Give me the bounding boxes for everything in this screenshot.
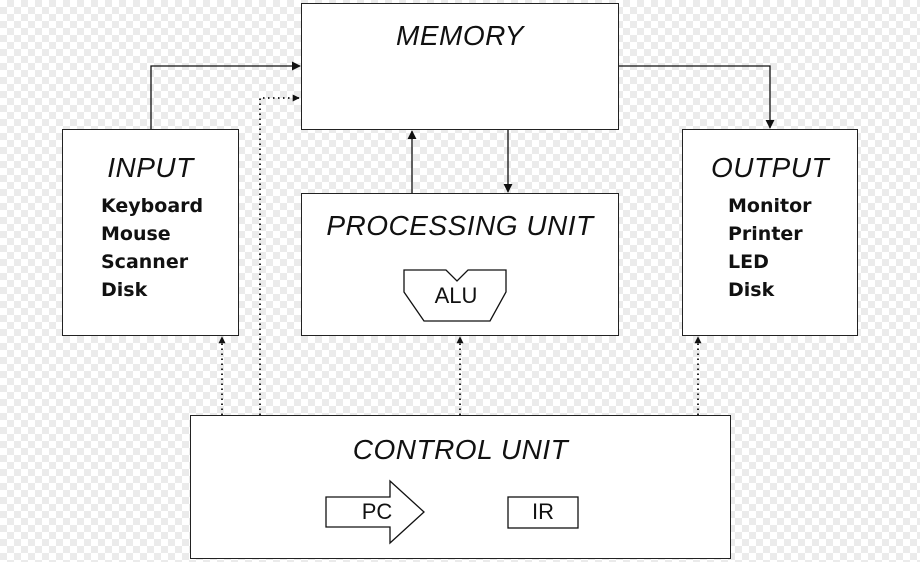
input-item-disk: Disk: [101, 279, 148, 301]
ir-box: [507, 496, 579, 529]
alu-label: ALU: [434, 283, 478, 308]
output-item-printer: Printer: [728, 223, 803, 245]
memory-box: MEMORY: [301, 3, 619, 130]
processing-unit-title: PROCESSING UNIT: [326, 210, 594, 241]
input-item-mouse: Mouse: [101, 223, 171, 245]
ir-label: IR: [532, 499, 554, 524]
input-device-list: Keyboard Mouse Scanner Disk: [101, 192, 203, 304]
input-item-scanner: Scanner: [101, 251, 189, 273]
output-item-disk: Disk: [728, 279, 775, 301]
output-title: OUTPUT: [710, 152, 830, 183]
alu-shape: [403, 269, 507, 322]
pc-label: PC: [361, 499, 393, 524]
input-box: INPUT Keyboard Mouse Scanner Disk: [62, 129, 239, 336]
control-unit-title: CONTROL UNIT: [352, 434, 569, 465]
output-item-led: LED: [728, 251, 769, 273]
output-item-monitor: Monitor: [728, 195, 812, 217]
output-device-list: Monitor Printer LED Disk: [728, 192, 812, 304]
control-to-memory-dotted-arrow: [259, 94, 300, 415]
memory-title: MEMORY: [396, 20, 524, 51]
input-item-keyboard: Keyboard: [101, 195, 204, 217]
input-to-memory-arrow: [150, 61, 301, 129]
pc-arrow-shape: [325, 479, 425, 545]
output-box: OUTPUT Monitor Printer LED Disk: [682, 129, 858, 336]
input-title: INPUT: [107, 152, 194, 183]
memory-to-output-arrow: [619, 65, 775, 129]
control-unit-box: CONTROL UNIT: [190, 415, 731, 559]
